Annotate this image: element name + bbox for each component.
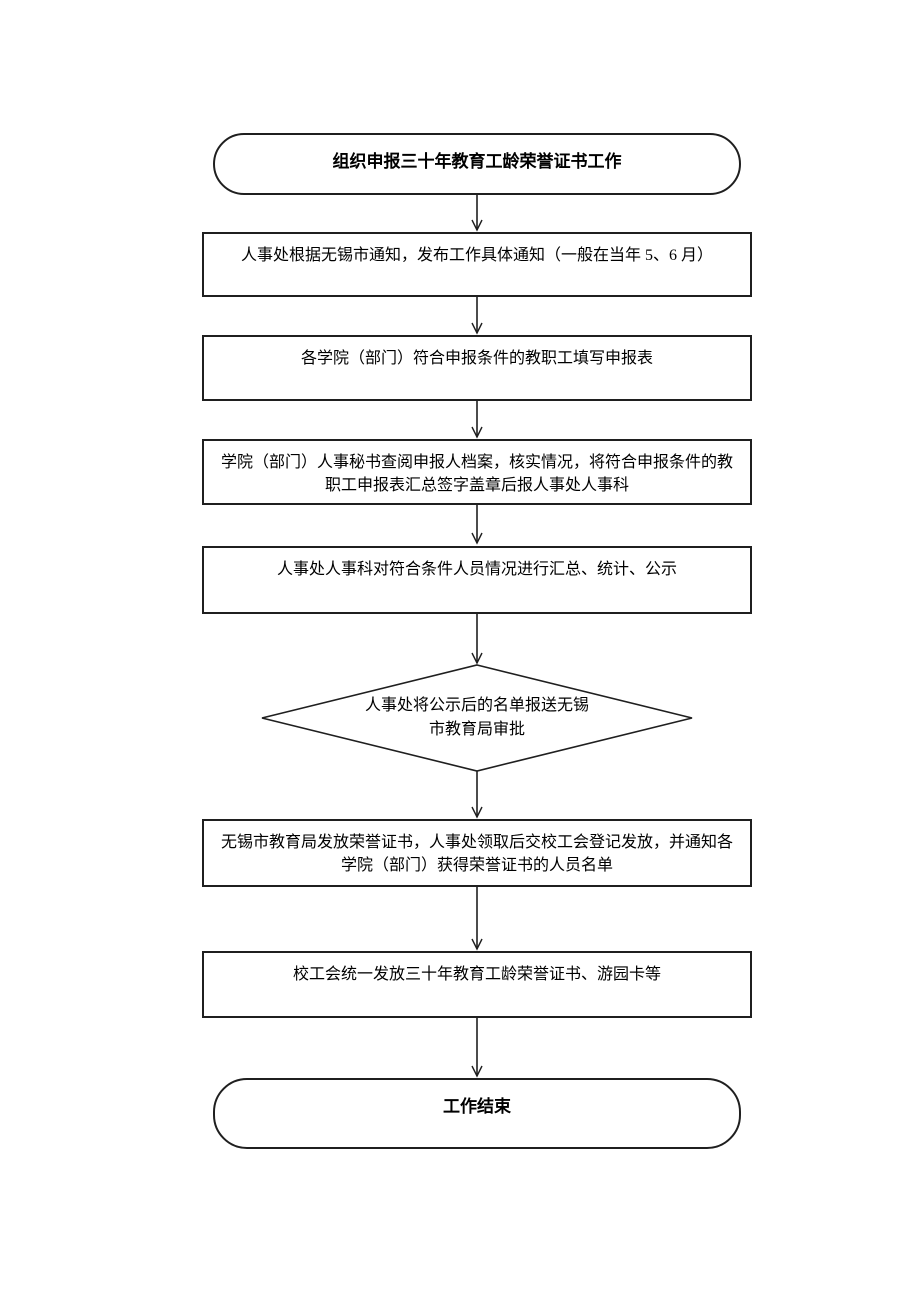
step-union-distribute: 校工会统一发放三十年教育工龄荣誉证书、游园卡等 bbox=[202, 951, 752, 1018]
node-label: 学院（部门）获得荣誉证书的人员名单 bbox=[340, 857, 613, 874]
flow-arrow bbox=[471, 771, 483, 819]
flow-arrow bbox=[471, 614, 483, 665]
node-label: 人事处将公示后的名单报送无锡 bbox=[364, 697, 589, 714]
decision-report-education-bureau: 人事处将公示后的名单报送无锡 市教育局审批 bbox=[262, 665, 692, 771]
flow-arrow bbox=[471, 505, 483, 545]
node-label: 校工会统一发放三十年教育工龄荣誉证书、游园卡等 bbox=[292, 966, 661, 983]
node-label: 工作结束 bbox=[443, 1097, 511, 1116]
start-terminator: 组织申报三十年教育工龄荣誉证书工作 bbox=[213, 133, 741, 195]
flow-arrow bbox=[471, 297, 483, 335]
node-label: 无锡市教育局发放荣誉证书，人事处领取后交校工会登记发放，并通知各 bbox=[220, 834, 733, 851]
flow-arrow bbox=[471, 887, 483, 951]
step-publish-notice: 人事处根据无锡市通知，发布工作具体通知（一般在当年 5、6 月） bbox=[202, 232, 752, 297]
node-label: 组织申报三十年教育工龄荣誉证书工作 bbox=[332, 151, 622, 171]
flow-arrow bbox=[471, 195, 483, 232]
step-issue-certificates: 无锡市教育局发放荣誉证书，人事处领取后交校工会登记发放，并通知各 学院（部门）获… bbox=[202, 819, 752, 887]
node-label: 人事处人事科对符合条件人员情况进行汇总、统计、公示 bbox=[276, 561, 677, 578]
step-fill-application: 各学院（部门）符合申报条件的教职工填写申报表 bbox=[202, 335, 752, 401]
node-label: 人事处根据无锡市通知，发布工作具体通知（一般在当年 5、6 月） bbox=[240, 247, 713, 264]
node-label: 各学院（部门）符合申报条件的教职工填写申报表 bbox=[300, 350, 653, 367]
node-label: 职工申报表汇总签字盖章后报人事处人事科 bbox=[324, 477, 629, 494]
flow-arrow bbox=[471, 1018, 483, 1078]
step-verify-archives: 学院（部门）人事秘书查阅申报人档案，核实情况，将符合申报条件的教 职工申报表汇总… bbox=[202, 439, 752, 505]
node-label: 学院（部门）人事秘书查阅申报人档案，核实情况，将符合申报条件的教 bbox=[220, 454, 733, 471]
node-label: 市教育局审批 bbox=[428, 721, 525, 738]
step-summarize-publicize: 人事处人事科对符合条件人员情况进行汇总、统计、公示 bbox=[202, 546, 752, 614]
end-terminator: 工作结束 bbox=[213, 1078, 741, 1149]
flow-arrow bbox=[471, 401, 483, 439]
